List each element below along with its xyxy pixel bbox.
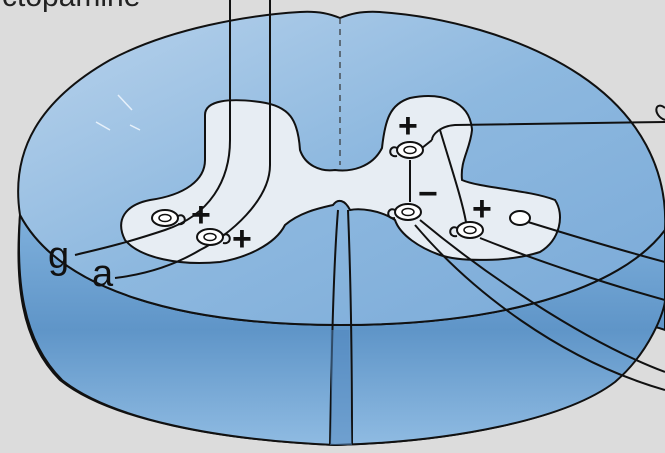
plus-sign-right-bottom: + (472, 190, 492, 228)
plus-sign-left-1: + (191, 196, 211, 234)
label-a: a (92, 253, 114, 295)
motor-neuron-soma (510, 211, 530, 225)
ventral-fissure-shadow (330, 330, 352, 445)
plus-sign-right-top: + (398, 107, 418, 145)
minus-sign-right: − (418, 175, 438, 213)
label-g: g (48, 235, 69, 277)
plus-sign-left-2: + (232, 220, 252, 258)
fiber-right-top-loop (656, 106, 665, 120)
cropped-header-text: -ctopamine (0, 0, 140, 13)
